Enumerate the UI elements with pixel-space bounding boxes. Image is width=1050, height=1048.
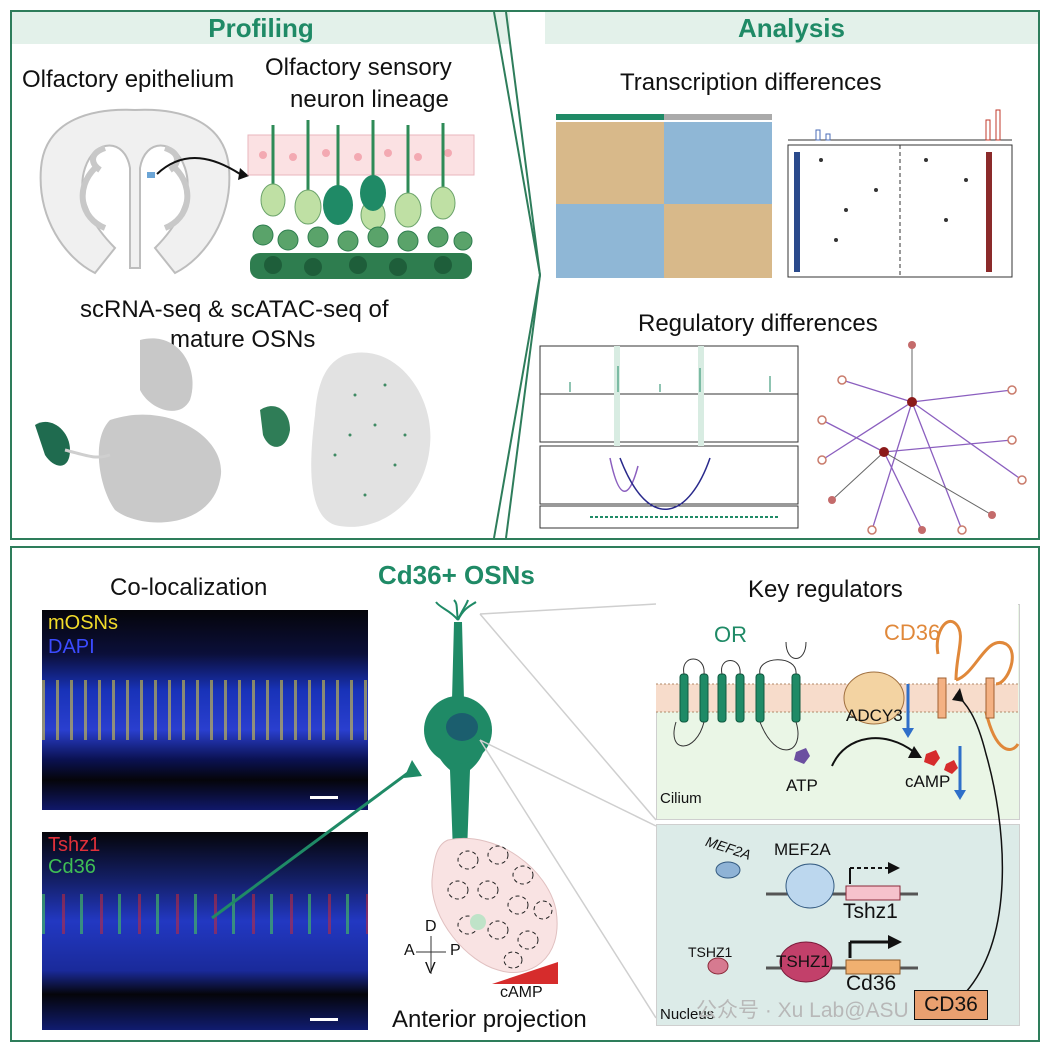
legend-tshz1: Tshz1 xyxy=(48,834,101,856)
scale-bar xyxy=(310,1018,338,1021)
axis-a: A xyxy=(404,942,415,959)
axis-p: P xyxy=(450,942,461,959)
nasal-cavity-illustration xyxy=(39,108,249,275)
profiling-header: Profiling xyxy=(12,12,510,44)
genome-tracks xyxy=(539,345,799,529)
tshz1-small-label: TSHZ1 xyxy=(688,944,733,960)
camp-gradient-wedge xyxy=(492,962,558,984)
or-label: OR xyxy=(714,622,747,647)
olfactory-bulb xyxy=(431,838,558,973)
analysis-panel: Analysis xyxy=(505,10,1040,540)
cd36-output-box: CD36 xyxy=(914,990,988,1020)
camp-membrane-label: cAMP xyxy=(905,772,951,791)
transcription-differences-label: Transcription differences xyxy=(620,69,882,96)
anterior-projection-label: Anterior projection xyxy=(392,1006,587,1033)
axis-d: D xyxy=(425,918,437,935)
bottom-panel xyxy=(10,546,1040,1042)
profiling-panel: Profiling xyxy=(10,10,540,540)
microscopy-image-tshz1-cd36: Tshz1 Cd36 xyxy=(42,832,368,1030)
legend-dapi: DAPI xyxy=(48,636,95,658)
camp-gradient-label: cAMP xyxy=(500,984,543,1001)
watermark: 公众号 · Xu Lab@ASU xyxy=(696,999,909,1022)
zoom-connectors xyxy=(479,603,657,1019)
scale-bar xyxy=(310,796,338,799)
cd36-membrane-label: CD36 xyxy=(884,620,941,645)
analysis-header: Analysis xyxy=(545,12,1038,44)
mef2a-label: MEF2A xyxy=(774,840,831,859)
nucleus-diagram xyxy=(707,688,1004,993)
atp-label: ATP xyxy=(786,776,818,795)
scrna-umap xyxy=(35,338,222,523)
olfactory-epithelium-label: Olfactory epithelium xyxy=(22,66,235,93)
key-regulators-label: Key regulators xyxy=(748,576,903,603)
mosns-signal xyxy=(42,680,368,740)
microscopy-image-mosns: mOSNs DAPI xyxy=(42,610,368,810)
adcy3-label: ADCY3 xyxy=(846,706,903,725)
legend-mosns: mOSNs xyxy=(48,612,118,634)
regulatory-differences-label: Regulatory differences xyxy=(638,310,878,337)
cd36-gene-label: Cd36 xyxy=(846,972,897,995)
osn-lineage-illustration xyxy=(247,120,475,279)
legend-cd36: Cd36 xyxy=(48,856,96,878)
axis-v: V xyxy=(425,960,436,977)
analysis-chevron-border xyxy=(505,11,542,539)
nucleus-label: Nucleus xyxy=(660,1006,715,1023)
cd36-tshz1-signal xyxy=(42,894,368,934)
seq-label-line1: scRNA-seq & scATAC-seq of xyxy=(80,296,389,323)
lineage-label-line1: Olfactory sensory xyxy=(265,54,452,81)
regulatory-network xyxy=(817,341,1027,535)
expression-heatmap xyxy=(556,114,772,278)
cd36-osns-title: Cd36+ OSNs xyxy=(378,560,535,590)
scatac-umap xyxy=(260,352,431,527)
volcano-plot xyxy=(787,109,1013,278)
tshz1-protein-label: TSHZ1 xyxy=(776,952,830,971)
orientation-compass xyxy=(416,936,446,974)
tshz1-gene-label: Tshz1 xyxy=(843,900,898,923)
colocalization-label: Co-localization xyxy=(110,574,268,601)
cilium-membrane-diagram xyxy=(656,604,1020,800)
seq-label-line2: mature OSNs xyxy=(170,326,316,353)
cd36-osn-neuron xyxy=(211,599,492,920)
cilium-label: Cilium xyxy=(660,790,702,807)
lineage-label-line2: neuron lineage xyxy=(290,86,449,113)
